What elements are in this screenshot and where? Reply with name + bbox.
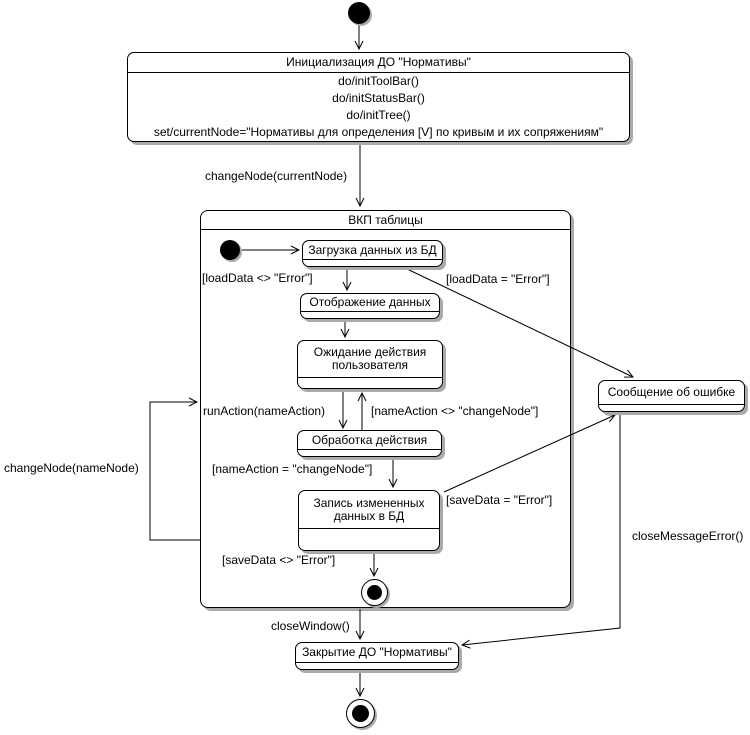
state-title: Отображение данных (301, 294, 439, 312)
inner-final-state-icon (361, 579, 388, 606)
state-close-do-normativy: Закрытие ДО "Нормативы" (295, 642, 459, 670)
transition-label-load-data-error: [loadData = "Error"] (446, 272, 550, 286)
state-title: Загрузка данных из БД (303, 241, 442, 260)
state-title: Ожидание действия пользователя (298, 341, 442, 378)
transition-label-run-action: runAction(nameAction) (203, 404, 326, 418)
edge-save-to-error (443, 415, 615, 493)
edge-error-to-close (462, 413, 621, 645)
transition-label-name-action-not-change-node: [nameAction <> "changeNode"] (371, 404, 539, 418)
state-wait-user-action: Ожидание действия пользователя (297, 340, 443, 389)
state-title: Обработка действия (298, 431, 441, 450)
state-load-data: Загрузка данных из БД (302, 240, 443, 267)
state-display-data: Отображение данных (300, 293, 440, 319)
transition-label-save-data-error: [saveData = "Error"] (446, 493, 553, 507)
state-init-do-normativy: Инициализация ДО "Нормативы" do/initTool… (127, 52, 630, 142)
state-action: do/initTree() (346, 108, 411, 122)
state-error-message: Сообщение об ошибке (598, 380, 745, 412)
initial-state-icon (348, 2, 370, 24)
state-action: do/initStatusBar() (332, 91, 425, 105)
state-process-action: Обработка действия (297, 430, 442, 457)
final-state-icon (346, 699, 375, 728)
transition-label-change-node-current: changeNode(currentNode) (205, 169, 348, 183)
state-title: Закрытие ДО "Нормативы" (296, 643, 458, 663)
state-save-data: Запись измененных данных в БД (298, 490, 440, 551)
state-title: ВКП таблицы (201, 211, 570, 230)
transition-label-name-action-change-node: [nameAction = "changeNode"] (212, 462, 373, 476)
transition-label-close-window: closeWindow() (271, 619, 350, 633)
state-title: Запись измененных данных в БД (299, 491, 439, 529)
state-title: Инициализация ДО "Нормативы" (128, 53, 629, 73)
transition-label-close-message-error: closeMessageError() (632, 529, 744, 543)
edge-vkp-self-loop (149, 402, 200, 541)
state-action: set/currentNode="Нормативы для определен… (153, 125, 604, 139)
inner-initial-state-icon (220, 240, 240, 260)
state-action: do/initToolBar() (338, 74, 419, 88)
transition-label-load-data-ok: [loadData <> "Error"] (202, 271, 313, 285)
state-title: Сообщение об ошибке (599, 381, 744, 405)
transition-label-save-data-ok: [saveData <> "Error"] (222, 553, 336, 567)
transition-label-change-node-name: changeNode(nameNode) (4, 461, 139, 475)
edge-load-to-error (404, 267, 633, 377)
